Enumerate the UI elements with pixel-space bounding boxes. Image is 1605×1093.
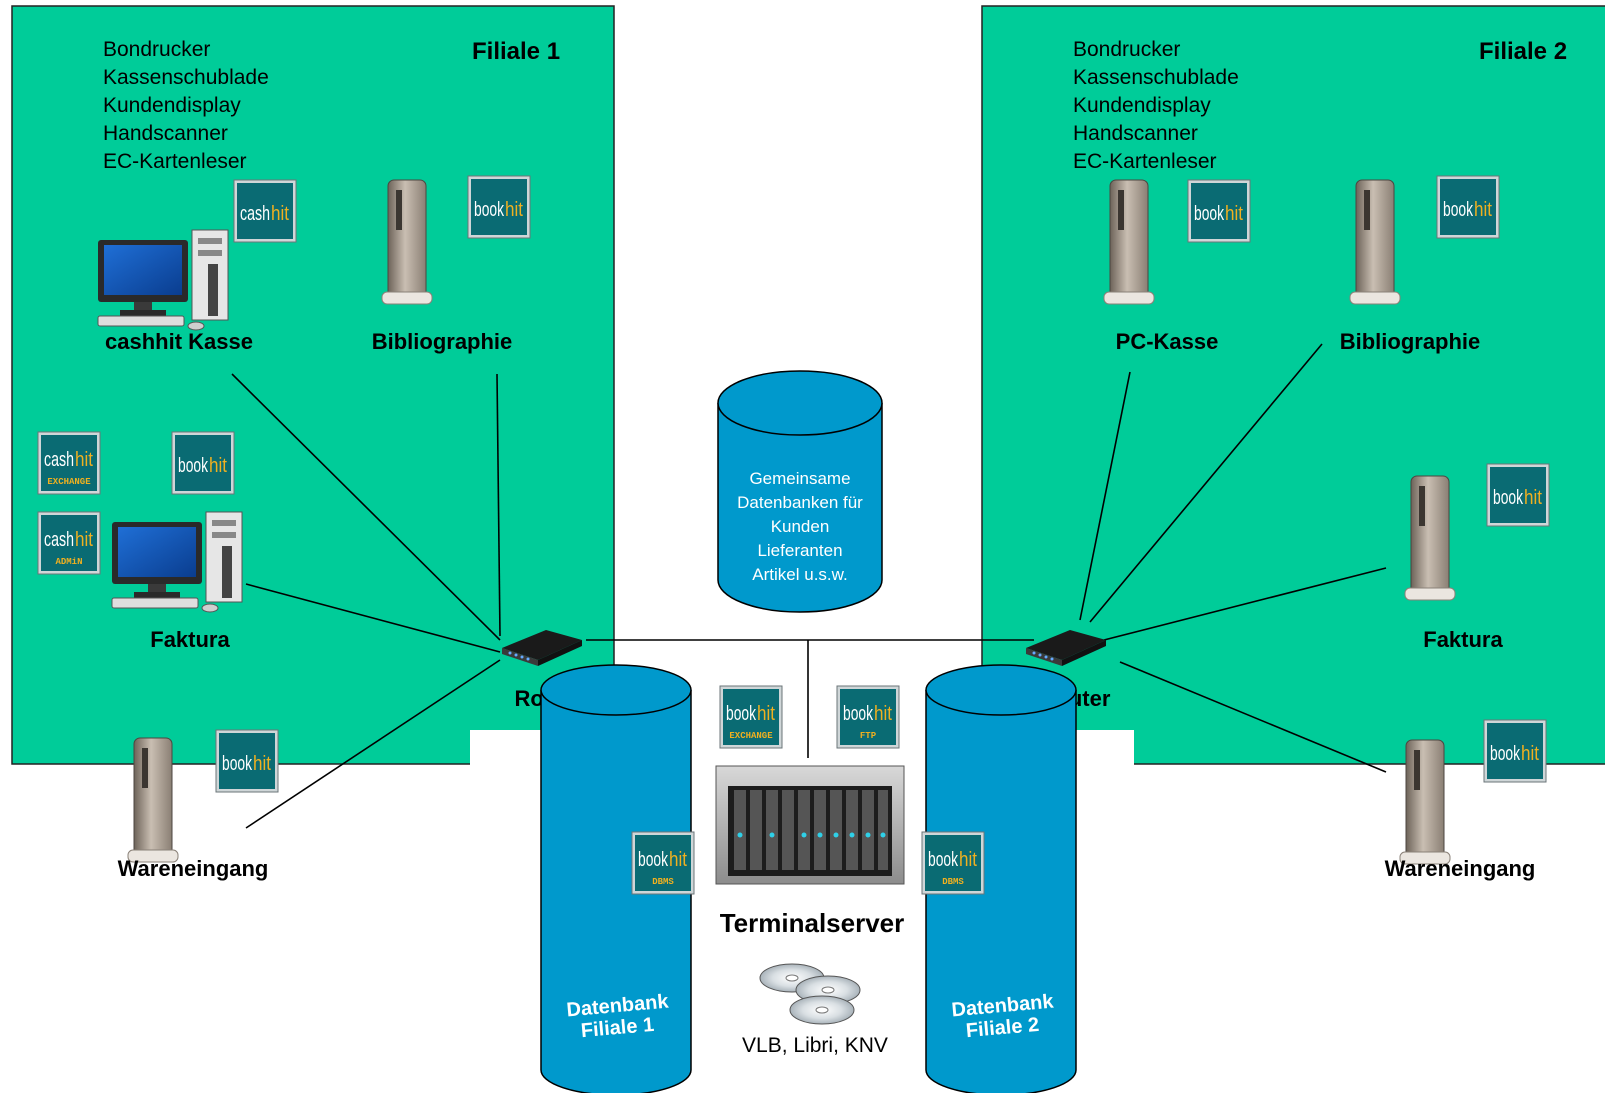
svg-text:hit: hit bbox=[1225, 203, 1243, 225]
branch-2-kasse-label: PC-Kasse bbox=[1116, 329, 1219, 354]
bibliographie-server-icon bbox=[381, 179, 433, 305]
svg-text:hit: hit bbox=[1474, 199, 1492, 221]
branch-2-wareneingang-label: Wareneingang bbox=[1385, 856, 1536, 881]
shared-db-line: Datenbanken für bbox=[737, 493, 863, 512]
peripheral-item: Kundendisplay bbox=[103, 94, 241, 117]
peripheral-item: Bondrucker bbox=[103, 38, 210, 61]
pc-kasse-server-icon bbox=[1103, 179, 1155, 305]
peripheral-item: Kassenschublade bbox=[103, 66, 269, 89]
svg-text:hit: hit bbox=[1524, 487, 1542, 509]
peripheral-item: Handscanner bbox=[1073, 122, 1198, 145]
branch-1-wareneingang-label: Wareneingang bbox=[118, 856, 269, 881]
svg-text:hit: hit bbox=[253, 753, 271, 775]
svg-text:book: book bbox=[474, 199, 505, 221]
network-links bbox=[231, 343, 1387, 829]
svg-text:book: book bbox=[726, 703, 757, 725]
svg-text:EXCHANGE: EXCHANGE bbox=[729, 731, 773, 741]
peripheral-item: Handscanner bbox=[103, 122, 228, 145]
branch-2-title: Filiale 2 bbox=[1479, 38, 1567, 65]
svg-text:book: book bbox=[222, 753, 253, 775]
svg-text:ADMiN: ADMiN bbox=[55, 557, 82, 567]
faktura-server-icon bbox=[1404, 475, 1456, 601]
branch-1-kasse-label: cashhit Kasse bbox=[105, 329, 253, 354]
branch-1-peripherals: Bondrucker Kassenschublade Kundendisplay… bbox=[103, 38, 269, 173]
svg-text:book: book bbox=[843, 703, 874, 725]
cd-sources-label: VLB, Libri, KNV bbox=[742, 1034, 888, 1057]
svg-text:cash: cash bbox=[44, 449, 74, 471]
branch-1-panel bbox=[11, 5, 615, 765]
svg-text:hit: hit bbox=[757, 703, 775, 725]
shared-db-line: Kunden bbox=[771, 517, 830, 536]
svg-text:book: book bbox=[1490, 743, 1521, 765]
branch-2-peripherals: Bondrucker Kassenschublade Kundendisplay… bbox=[1073, 38, 1239, 173]
peripheral-item: EC-Kartenleser bbox=[1073, 150, 1217, 173]
database-filiale-1: Datenbank Filiale 1 bbox=[540, 664, 692, 1093]
svg-text:hit: hit bbox=[209, 455, 227, 477]
peripheral-item: Kassenschublade bbox=[1073, 66, 1239, 89]
svg-text:book: book bbox=[1493, 487, 1524, 509]
shared-db-line: Lieferanten bbox=[757, 541, 842, 560]
svg-text:hit: hit bbox=[505, 199, 523, 221]
peripheral-item: EC-Kartenleser bbox=[103, 150, 247, 173]
svg-text:book: book bbox=[928, 849, 959, 871]
svg-text:cash: cash bbox=[240, 203, 270, 225]
svg-text:hit: hit bbox=[75, 529, 93, 551]
svg-text:book: book bbox=[178, 455, 209, 477]
branch-1-title: Filiale 1 bbox=[472, 38, 560, 65]
database-filiale-2: Datenbank Filiale 2 bbox=[925, 664, 1077, 1093]
peripheral-item: Bondrucker bbox=[1073, 38, 1180, 61]
shared-database-cylinder: Gemeinsame Datenbanken für Kunden Liefer… bbox=[717, 370, 883, 613]
branch-1-faktura-label: Faktura bbox=[150, 627, 230, 652]
shared-db-line: Artikel u.s.w. bbox=[752, 565, 847, 584]
svg-text:hit: hit bbox=[75, 449, 93, 471]
svg-text:hit: hit bbox=[959, 849, 977, 871]
svg-text:hit: hit bbox=[271, 203, 289, 225]
wareneingang-server-icon bbox=[1399, 739, 1451, 865]
svg-text:DBMS: DBMS bbox=[942, 877, 964, 887]
svg-text:DBMS: DBMS bbox=[652, 877, 674, 887]
peripheral-item: Kundendisplay bbox=[1073, 94, 1211, 117]
branch-2-faktura-label: Faktura bbox=[1423, 627, 1503, 652]
terminal-server-label: Terminalserver bbox=[720, 908, 905, 938]
svg-text:EXCHANGE: EXCHANGE bbox=[47, 477, 91, 487]
svg-text:book: book bbox=[638, 849, 669, 871]
svg-text:book: book bbox=[1194, 203, 1225, 225]
terminal-server-icon bbox=[715, 765, 905, 885]
branch-2-biblio-label: Bibliographie bbox=[1340, 329, 1481, 354]
svg-text:FTP: FTP bbox=[860, 731, 877, 741]
shared-db-line: Gemeinsame bbox=[749, 469, 850, 488]
svg-text:book: book bbox=[1443, 199, 1474, 221]
bibliographie-server-icon bbox=[1349, 179, 1401, 305]
svg-text:hit: hit bbox=[1521, 743, 1539, 765]
svg-text:cash: cash bbox=[44, 529, 74, 551]
svg-text:hit: hit bbox=[874, 703, 892, 725]
branch-1-biblio-label: Bibliographie bbox=[372, 329, 513, 354]
wareneingang-server-icon bbox=[127, 737, 179, 863]
svg-text:hit: hit bbox=[669, 849, 687, 871]
cd-stack-icon bbox=[759, 963, 861, 1025]
